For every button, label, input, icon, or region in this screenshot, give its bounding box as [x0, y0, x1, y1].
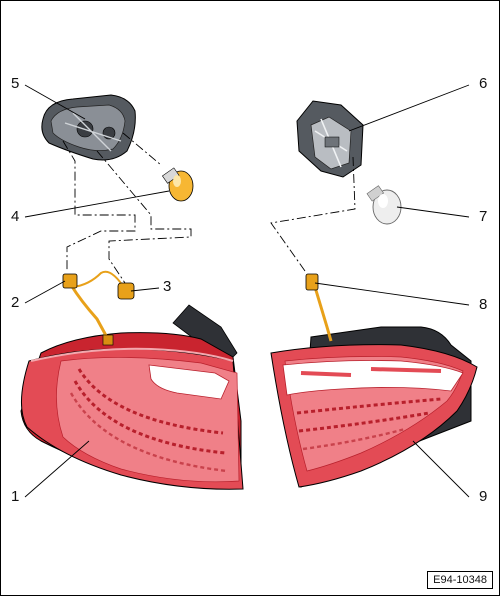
callout-8: 8 — [479, 296, 488, 313]
clear-bulb — [366, 185, 402, 225]
assembly-lines — [62, 132, 356, 284]
outer-tail-light — [20, 304, 244, 490]
bulb-carrier-outer — [41, 94, 136, 161]
callout-7: 7 — [479, 208, 488, 225]
connector-8-cable — [305, 273, 333, 342]
callout-3: 3 — [163, 278, 172, 295]
figure-reference: E94-10348 — [427, 571, 493, 589]
callout-1: 1 — [11, 488, 20, 505]
callout-2: 2 — [11, 294, 20, 311]
callout-9: 9 — [479, 488, 488, 505]
bulb-carrier-inner — [296, 100, 364, 178]
callout-6: 6 — [479, 75, 488, 92]
connector-2 — [62, 273, 78, 289]
callout-4: 4 — [11, 208, 20, 225]
leader-lines — [24, 84, 470, 498]
callout-5: 5 — [11, 75, 20, 92]
inner-tail-light — [270, 326, 478, 488]
amber-bulb — [161, 167, 194, 202]
wiring-harness — [62, 270, 135, 346]
